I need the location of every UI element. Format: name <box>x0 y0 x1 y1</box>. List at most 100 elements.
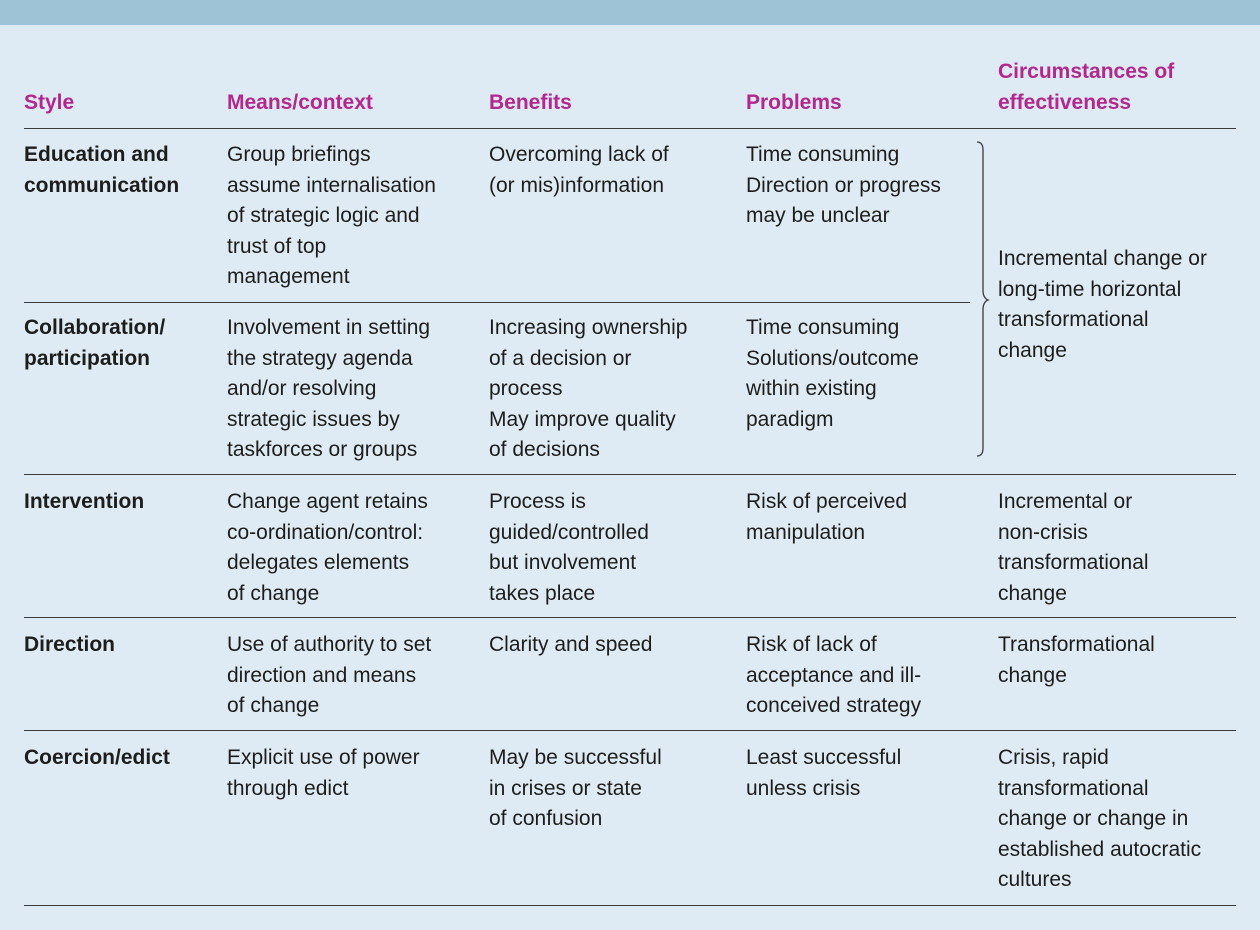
cell-line: Explicit use of power <box>227 746 420 769</box>
cell-line: Involvement in setting <box>227 316 431 339</box>
cell-line: of change <box>227 581 320 605</box>
cell-line: Direction or progress <box>746 173 941 197</box>
row-rule-4 <box>24 730 1236 731</box>
cell-line: transformational <box>998 776 1149 800</box>
cell-line: Transformational <box>998 633 1155 656</box>
row-direction-circumstances: Transformational change <box>998 630 1155 691</box>
cell-line: taskforces or groups <box>227 438 418 462</box>
row-education-means: Group briefings assume internalisation of … <box>227 140 436 293</box>
right-brace <box>976 141 990 457</box>
cell-line: of decisions <box>489 438 600 462</box>
cell-line: long-time horizontal <box>998 277 1182 301</box>
cell-line: Incremental change or <box>998 247 1207 270</box>
cell-line: Process is <box>489 490 586 513</box>
cell-line: Risk of perceived <box>746 490 908 513</box>
cell-line: Style <box>24 91 75 114</box>
cell-line: manipulation <box>746 520 866 544</box>
cell-line: Means/context <box>227 91 373 114</box>
cell-line: trust of top <box>227 234 327 258</box>
row-intervention-means: Change agent retains co-ordination/contro… <box>227 487 428 609</box>
row-intervention-style: Intervention <box>24 487 144 518</box>
cell-line: Incremental or <box>998 490 1133 513</box>
cell-line: Risk of lack of <box>746 633 877 656</box>
row-direction-problems: Risk of lack of acceptance and ill-concei… <box>746 630 921 722</box>
cell-line: Use of authority to set <box>227 633 432 656</box>
cell-line: paradigm <box>746 407 834 431</box>
shared-circumstances: Incremental change or long-time horizonta… <box>998 244 1207 366</box>
cell-line: communication <box>24 173 180 197</box>
row-intervention-problems: Risk of perceived manipulation <box>746 487 907 548</box>
cell-line: Group briefings <box>227 143 371 166</box>
header-means-context: Means/context <box>227 88 373 119</box>
row-direction-style: Direction <box>24 630 115 661</box>
cell-line: May improve quality <box>489 407 676 431</box>
cell-line: unless crisis <box>746 776 861 800</box>
cell-line: participation <box>24 346 151 370</box>
cell-line: direction and means <box>227 663 417 687</box>
header-rule <box>24 128 1236 129</box>
row-direction-benefits: Clarity and speed <box>489 630 652 661</box>
cell-line: Time consuming <box>746 143 900 166</box>
header-style: Style <box>24 88 74 119</box>
cell-line: Circumstances of <box>998 60 1175 83</box>
cell-line: delegates elements <box>227 551 410 575</box>
cell-line: Change agent retains <box>227 490 428 513</box>
cell-line: Intervention <box>24 490 145 513</box>
row-coercion-problems: Least successful unless crisis <box>746 743 901 804</box>
cell-line: may be unclear <box>746 204 890 228</box>
cell-line: Solutions/outcome <box>746 346 919 370</box>
cell-line: guided/controlled <box>489 520 649 544</box>
cell-line: cultures <box>998 868 1072 892</box>
cell-line: acceptance and ill- <box>746 663 922 687</box>
cell-line: conceived strategy <box>746 694 922 718</box>
cell-line: takes place <box>489 581 596 605</box>
cell-line: management <box>227 265 350 289</box>
cell-line: of change <box>227 694 320 718</box>
cell-line: in crises or state <box>489 776 642 800</box>
row-rule-1 <box>24 302 970 303</box>
cell-line: but involvement <box>489 551 637 575</box>
cell-line: transformational <box>998 551 1149 575</box>
top-banner <box>0 0 1260 25</box>
row-direction-means: Use of authority to set direction and mea… <box>227 630 431 722</box>
cell-line: Time consuming <box>746 316 900 339</box>
row-rule-2 <box>24 474 1236 475</box>
cell-line: within existing <box>746 377 877 401</box>
cell-line: assume internalisation <box>227 173 436 197</box>
header-benefits: Benefits <box>489 88 572 119</box>
cell-line: and/or resolving <box>227 377 377 401</box>
row-coercion-means: Explicit use of power through edict <box>227 743 420 804</box>
cell-line: Benefits <box>489 91 572 114</box>
cell-line: change <box>998 663 1067 687</box>
cell-line: Coercion/edict <box>24 746 170 769</box>
cell-line: of strategic logic and <box>227 204 420 228</box>
cell-line: established autocratic <box>998 837 1202 861</box>
cell-line: Education and <box>24 143 169 166</box>
cell-line: Increasing ownership <box>489 316 688 339</box>
cell-line: through edict <box>227 776 349 800</box>
cell-line: strategic issues by <box>227 407 400 431</box>
row-rule-3 <box>24 617 1236 618</box>
row-education-benefits: Overcoming lack of(or mis)information <box>489 140 669 201</box>
cell-line: change <box>998 581 1067 605</box>
cell-line: co-ordination/control: <box>227 520 424 544</box>
row-education-style: Education and communication <box>24 140 179 201</box>
row-collaboration-style: Collaboration/participation <box>24 313 165 374</box>
cell-line: Problems <box>746 91 842 114</box>
header-problems: Problems <box>746 88 842 119</box>
cell-line: Overcoming lack of <box>489 143 669 166</box>
bottom-rule <box>24 905 1236 906</box>
cell-line: change or change in <box>998 807 1189 831</box>
cell-line: non-crisis <box>998 520 1088 544</box>
cell-line: Direction <box>24 633 116 656</box>
cell-line: Least successful <box>746 746 902 769</box>
cell-line: Collaboration/ <box>24 316 166 339</box>
cell-line: May be successful <box>489 746 662 769</box>
